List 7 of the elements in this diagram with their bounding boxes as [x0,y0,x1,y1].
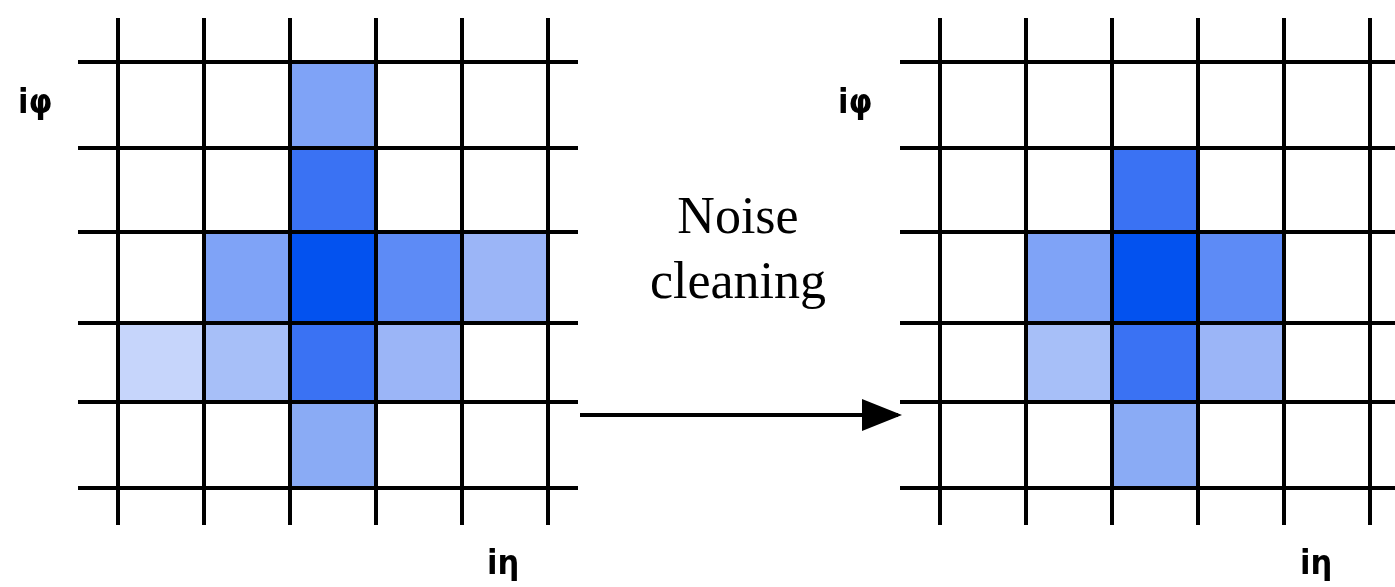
arrow [580,399,902,431]
grid-drawing [900,18,1395,525]
axis-label: iη [1300,545,1333,579]
grid-drawing [78,18,578,525]
axis-label: iφ [838,84,873,118]
axis-label: iφ [18,84,53,118]
axis-label: iη [487,545,520,579]
